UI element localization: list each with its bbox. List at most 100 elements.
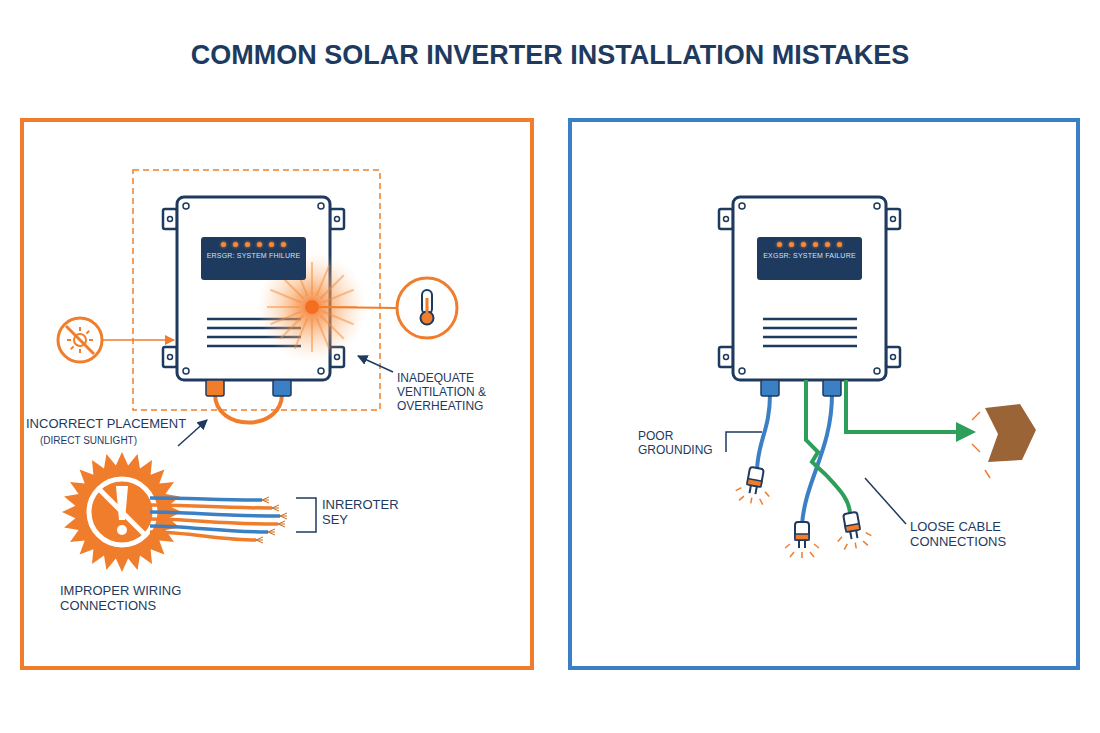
- leader-line: [318, 307, 396, 308]
- cable-port: [823, 380, 841, 396]
- screw: [874, 368, 880, 374]
- mounting-hole: [724, 355, 729, 360]
- vent-slot: [763, 318, 857, 321]
- led: [269, 242, 274, 247]
- pointer-arrow: [103, 339, 174, 341]
- spark: [739, 495, 744, 501]
- mounting-tab: [886, 347, 900, 367]
- plug-prong: [750, 485, 751, 493]
- screw: [318, 368, 324, 374]
- plug-band: [845, 524, 860, 532]
- plug-body: [795, 522, 809, 540]
- mounting-hole: [335, 217, 340, 222]
- plug-body: [747, 467, 764, 487]
- callout-label: INREROTER SEY: [322, 498, 417, 528]
- led: [789, 242, 794, 247]
- status-display: EXGSR: SYSTEM FAILURE: [757, 237, 862, 280]
- callout-label: INADEQUATE VENTILATION & OVERHEATING: [397, 372, 527, 413]
- prohibition-ring: [89, 479, 155, 545]
- frayed-strand: [262, 497, 269, 500]
- mounting-hole: [168, 355, 173, 360]
- pointer-arrow: [358, 356, 393, 372]
- led: [221, 242, 226, 247]
- frayed-strand: [272, 508, 279, 511]
- mounting-tab: [719, 347, 733, 367]
- thermometer-tube: [422, 290, 432, 314]
- thermometer-icon: [397, 278, 457, 338]
- status-display: ERSGR: SYSTEM FHILURE: [201, 237, 307, 280]
- dashed-zone: [133, 170, 380, 410]
- frayed-strand: [256, 537, 263, 540]
- callout-label: LOOSE CABLE CONNECTIONS: [910, 520, 1040, 550]
- sun-ray: [67, 339, 71, 341]
- led: [245, 242, 250, 247]
- cable-port: [206, 380, 224, 396]
- mounting-hole: [168, 217, 173, 222]
- mounting-hole: [724, 217, 729, 222]
- frayed-strand: [268, 529, 275, 532]
- cable-plug: [734, 465, 774, 506]
- heat-ray: [267, 306, 300, 308]
- slash: [66, 326, 94, 354]
- loose-wire: [150, 519, 278, 524]
- plug-band: [747, 479, 762, 487]
- plug-prong: [798, 540, 800, 548]
- spark: [985, 470, 990, 478]
- leader-line: [726, 432, 762, 452]
- spark: [866, 532, 872, 537]
- sun-ray: [89, 339, 93, 341]
- spark: [843, 544, 848, 550]
- thermometer-fill: [426, 298, 429, 314]
- no-sun-icon: [58, 318, 102, 362]
- led: [837, 242, 842, 247]
- led: [233, 242, 238, 247]
- spark: [785, 544, 790, 548]
- heat-ray: [323, 290, 353, 303]
- frayed-strand: [272, 505, 279, 508]
- exclamation-bar: [116, 486, 128, 520]
- led: [281, 242, 286, 247]
- led-row: [763, 242, 856, 247]
- spark: [801, 552, 803, 558]
- screw: [874, 203, 880, 209]
- screw: [183, 203, 189, 209]
- error-message: ERSGR: SYSTEM FHILURE: [207, 252, 301, 259]
- sun-ray: [86, 331, 89, 334]
- callout-label: IMPROPER WIRING CONNECTIONS: [60, 584, 210, 614]
- mounting-tab: [330, 209, 344, 229]
- heat-ray: [270, 312, 300, 325]
- mounting-hole: [891, 217, 896, 222]
- exclamation-dot: [117, 525, 127, 535]
- led: [813, 242, 818, 247]
- sun-ray: [79, 349, 81, 353]
- spark: [759, 499, 764, 505]
- loose-wire: [150, 498, 262, 500]
- mounting-hole: [891, 355, 896, 360]
- callout-label: INCORRECT PLACEMENT: [26, 417, 186, 432]
- plug-prong: [850, 531, 851, 539]
- plug-prong: [856, 530, 857, 538]
- plug-prong: [804, 540, 806, 548]
- cable: [806, 380, 850, 515]
- leader-line: [865, 478, 906, 524]
- left-panel: [22, 120, 532, 668]
- inverter-housing: [719, 197, 900, 380]
- sun-ray: [79, 327, 81, 331]
- heat-core: [305, 300, 319, 314]
- frayed-strand: [278, 521, 285, 524]
- heat-ray: [311, 319, 313, 352]
- heat-ray: [311, 262, 313, 295]
- cable-loop: [215, 394, 282, 423]
- frayed-strand: [262, 500, 269, 503]
- spark: [814, 544, 819, 548]
- plug-body: [843, 512, 860, 532]
- screw: [739, 203, 745, 209]
- spark: [790, 552, 794, 557]
- inverter-unit: ERSGR: SYSTEM FHILURE: [177, 197, 330, 380]
- right-panel: [570, 120, 1078, 668]
- error-message: EXGSR: SYSTEM FAILURE: [763, 252, 856, 259]
- cable-plug: [785, 522, 819, 558]
- spark: [855, 543, 856, 549]
- loose-wire: [150, 512, 280, 516]
